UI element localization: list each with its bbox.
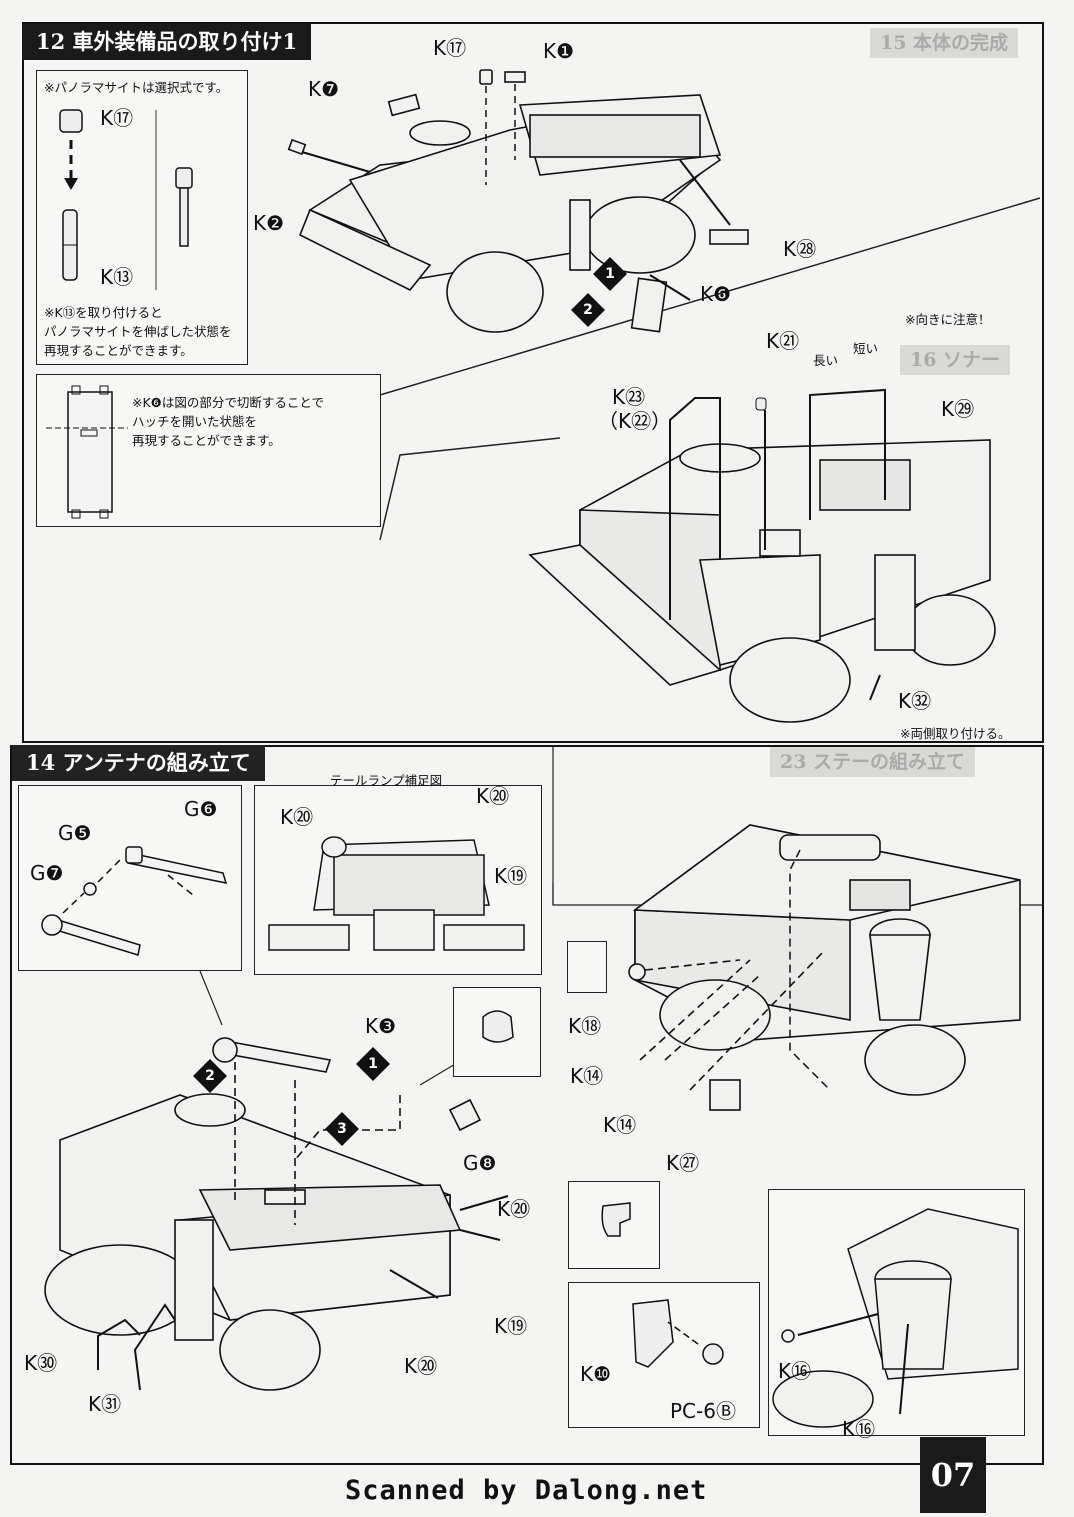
ghost-header: 23 ステーの組み立て (770, 747, 976, 777)
label-k16-b: K⑯ (842, 1417, 876, 1441)
label-long: 長い (813, 353, 839, 368)
k16-detail-drawing (772, 1208, 1019, 1428)
label-k7: K❼ (308, 77, 340, 101)
label-k20-a: K⑳ (280, 805, 314, 829)
label-k30: K㉚ (24, 1351, 58, 1375)
k6-hatch-drawing (46, 385, 128, 519)
label-k21: K㉑ (766, 329, 800, 353)
label-pc6b: PC-6Ⓑ (670, 1399, 736, 1423)
k14-detail-drawing (601, 1202, 631, 1237)
label-k19-a: K⑲ (494, 864, 528, 888)
label-k14-a: K⑭ (570, 1064, 604, 1088)
label-k20-b: K⑳ (476, 784, 510, 808)
page-number: 07 (920, 1437, 986, 1513)
ghost-header: 15 本体の完成 (870, 28, 1019, 58)
section-14-title: 14 アンテナの組み立て (12, 745, 265, 781)
label-k1: K❶ (543, 39, 575, 63)
step-2-marker-b: 2 (193, 1059, 227, 1093)
label-k2: K❷ (253, 211, 285, 235)
tail-lamp-caption: テールランプ補足図 (330, 773, 443, 788)
label-k17-a: K⑰ (100, 106, 134, 130)
label-k16-a: K⑯ (778, 1359, 812, 1383)
k3-detail-drawing (482, 1010, 514, 1043)
step-1-marker-b: 1 (356, 1047, 390, 1081)
label-k20-d: K⑳ (404, 1354, 438, 1378)
label-k3: K❸ (365, 1014, 397, 1038)
label-k14-b: K⑭ (603, 1113, 637, 1137)
k6-note: ※K❻は図の部分で切断することで ハッチを開いた状態を 再現することができます。 (132, 395, 325, 448)
step-3-marker: 3 (325, 1112, 359, 1146)
vehicle-illustration-right (628, 824, 1021, 1111)
label-k17: K⑰ (433, 36, 467, 60)
note-both-sides: ※両側取り付ける。 (900, 726, 1011, 741)
k10-detail-drawing (632, 1299, 724, 1368)
note-direction: ※向きに注意！ (905, 312, 991, 327)
label-k31: K㉛ (88, 1392, 122, 1416)
vehicle-illustration-side (528, 388, 996, 723)
label-k23: K㉓ (612, 385, 646, 409)
label-short: 短い (853, 341, 879, 356)
step-1-marker: 1 (593, 257, 627, 291)
step-2-marker: 2 (571, 293, 605, 327)
panorama-sight-drawing (59, 109, 193, 290)
section-14-frame (10, 745, 1044, 1465)
label-g5: G❺ (58, 821, 92, 845)
label-k28: K㉘ (783, 237, 817, 261)
scan-credit: Scanned by Dalong.net (345, 1475, 708, 1506)
panorama-note: ※パノラマサイトは選択式です。 (44, 80, 229, 95)
label-k20-c: K⑳ (497, 1197, 531, 1221)
label-g8: G❽ (463, 1151, 497, 1175)
label-k27: K㉗ (666, 1151, 700, 1175)
label-g6: G❻ (184, 797, 218, 821)
label-k6: K❻ (700, 282, 732, 306)
antenna-parts-drawing (41, 846, 228, 956)
label-g7: G❼ (30, 861, 64, 885)
label-k29: K㉙ (941, 397, 975, 421)
label-k22: （K㉒） (598, 409, 672, 433)
section-12-title: 12 車外装備品の取り付け1 (22, 24, 312, 60)
vehicle-illustration-rear (44, 1037, 509, 1391)
ghost-header: 16 ソナー (900, 345, 1011, 375)
label-k18: K⑱ (568, 1014, 602, 1038)
tail-lamp-drawing (268, 836, 525, 951)
label-k13-a: K⑬ (100, 265, 134, 289)
vehicle-illustration-top (287, 69, 749, 333)
divider-line (379, 197, 1041, 541)
k18-detail-box (567, 941, 607, 993)
label-k32: K㉜ (898, 689, 932, 713)
label-k10: K❿ (580, 1362, 612, 1386)
label-k19-b: K⑲ (494, 1314, 528, 1338)
k13-note: ※K⑬を取り付けると パノラマサイトを伸ばした状態を 再現することができます。 (44, 305, 232, 358)
section-12-frame (22, 22, 1044, 743)
